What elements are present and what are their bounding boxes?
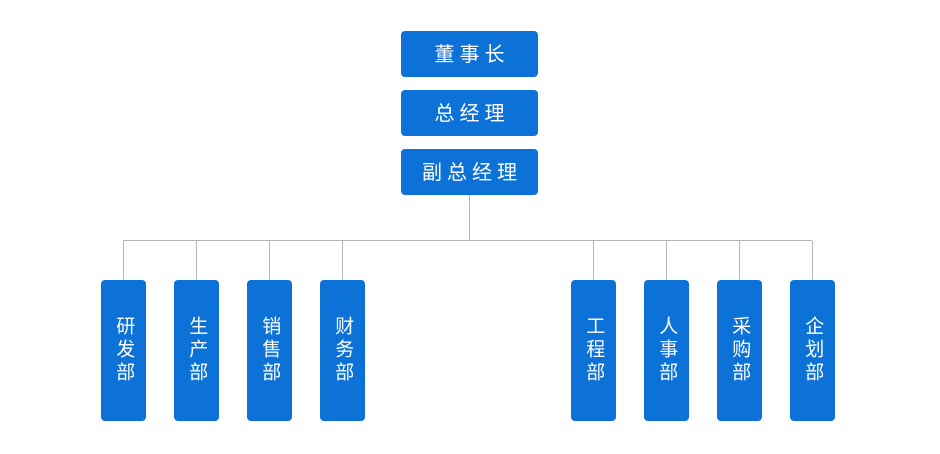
node-department-hr[interactable]: 人事部 (644, 280, 689, 421)
connector-horizontal-bus (123, 240, 812, 241)
connector-drop-engineering (593, 241, 594, 280)
node-department-production[interactable]: 生产部 (174, 280, 219, 421)
connector-drop-hr (666, 241, 667, 280)
node-deputy-general-manager-label: 副总经理 (422, 160, 522, 184)
node-department-engineering[interactable]: 工程部 (571, 280, 616, 421)
node-general-manager[interactable]: 总经理 (401, 90, 538, 136)
node-chairman[interactable]: 董事长 (401, 31, 538, 77)
connector-trunk-vertical (469, 195, 470, 241)
node-department-purchasing-label: 采购部 (729, 316, 752, 385)
node-department-finance-label: 财务部 (332, 316, 355, 385)
connector-drop-production (196, 241, 197, 280)
node-department-rd-label: 研发部 (113, 316, 136, 385)
node-department-rd[interactable]: 研发部 (101, 280, 146, 421)
connector-drop-sales (269, 241, 270, 280)
node-deputy-general-manager[interactable]: 副总经理 (401, 149, 538, 195)
connector-drop-rd (123, 241, 124, 280)
node-department-sales-label: 销售部 (259, 316, 282, 385)
connector-drop-planning (812, 241, 813, 280)
connector-drop-finance (342, 241, 343, 280)
node-department-hr-label: 人事部 (656, 316, 679, 385)
connector-drop-purchasing (739, 241, 740, 280)
node-chairman-label: 董事长 (434, 42, 510, 66)
node-department-engineering-label: 工程部 (583, 316, 606, 385)
node-department-finance[interactable]: 财务部 (320, 280, 365, 421)
node-department-planning-label: 企划部 (802, 316, 825, 385)
node-department-production-label: 生产部 (186, 316, 209, 385)
node-department-purchasing[interactable]: 采购部 (717, 280, 762, 421)
node-department-sales[interactable]: 销售部 (247, 280, 292, 421)
node-general-manager-label: 总经理 (434, 101, 510, 125)
node-department-planning[interactable]: 企划部 (790, 280, 835, 421)
